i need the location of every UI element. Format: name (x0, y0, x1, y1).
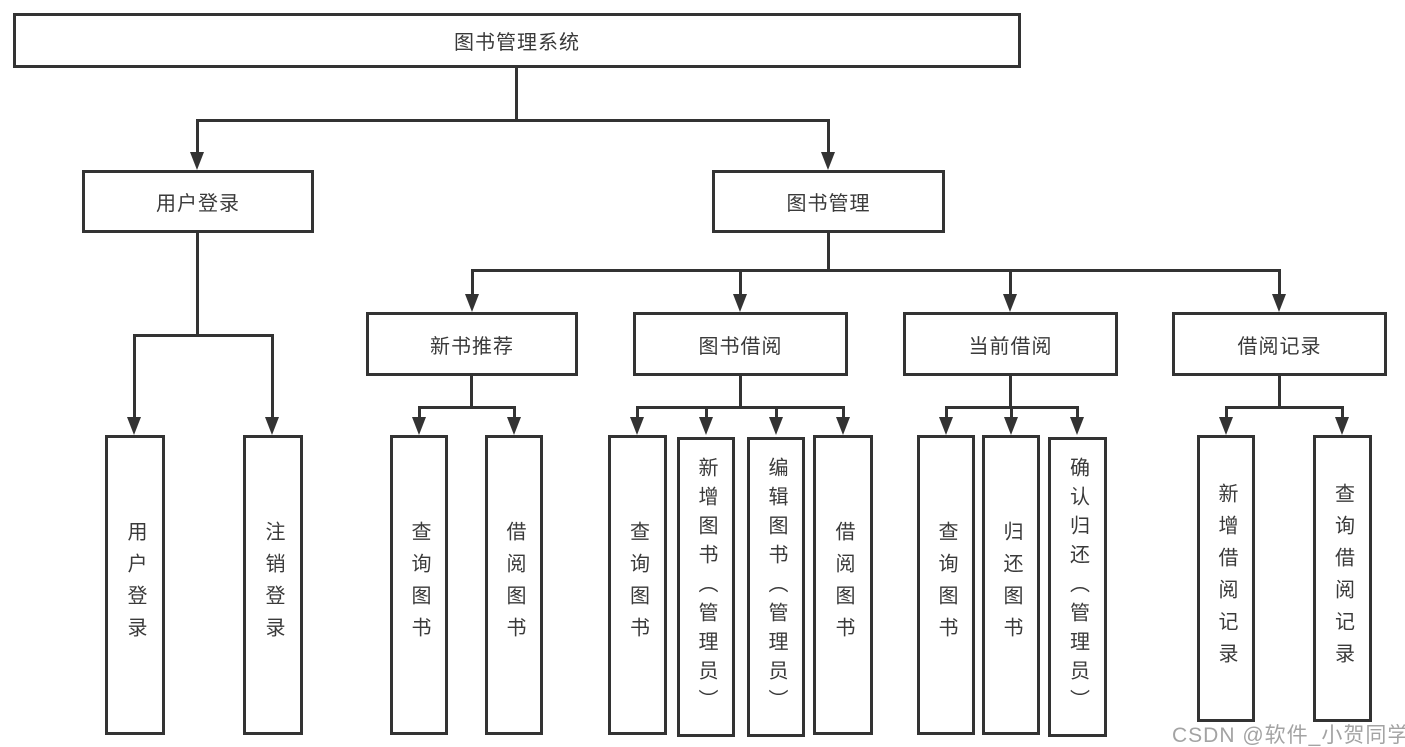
node-borrowing-records-label: 借阅记录 (1237, 335, 1322, 358)
connector-line (1278, 269, 1281, 296)
arrow-down-icon (465, 294, 479, 312)
connector-line (513, 406, 516, 419)
node-book-management: 图书管理 (712, 170, 945, 233)
connector-line (196, 233, 199, 337)
connector-line (271, 334, 274, 419)
connector-line (827, 119, 830, 154)
connector-line (470, 376, 473, 409)
connector-line (1341, 406, 1344, 419)
connector-line (1076, 406, 1079, 419)
arrow-down-icon (265, 417, 279, 435)
leaf-query-borrow-record: 查询借阅记录 (1313, 435, 1372, 722)
leaf-borrow-books: 借阅图书 (813, 435, 873, 735)
connector-line (515, 68, 518, 120)
leaf-query-books-recommend: 查询图书 (390, 435, 448, 735)
connector-line (827, 233, 830, 272)
arrow-down-icon (190, 152, 204, 170)
arrow-down-icon (733, 294, 747, 312)
node-user-login: 用户登录 (82, 170, 314, 233)
connector-line (945, 406, 948, 419)
arrow-down-icon (1219, 417, 1233, 435)
leaf-confirm-return-admin: 确认归还（管理员） (1048, 437, 1107, 737)
connector-line (196, 119, 199, 154)
connector-line (471, 269, 474, 296)
node-current-borrowing: 当前借阅 (903, 312, 1118, 376)
connector-line (842, 406, 845, 419)
connector-line (1010, 406, 1013, 419)
arrow-down-icon (630, 417, 644, 435)
connector-line (418, 406, 421, 419)
leaf-query-books-borrowing: 查询图书 (608, 435, 667, 735)
connector-line (705, 406, 708, 419)
connector-line (134, 334, 274, 337)
arrow-down-icon (127, 417, 141, 435)
node-current-borrowing-label: 当前借阅 (968, 335, 1053, 358)
leaf-user-login: 用户登录 (105, 435, 165, 735)
connector-line (636, 406, 639, 419)
arrow-down-icon (1070, 417, 1084, 435)
leaf-borrow-books-recommend: 借阅图书 (485, 435, 543, 735)
connector-line (471, 269, 1281, 272)
leaf-logout: 注销登录 (243, 435, 303, 735)
leaf-return-books: 归还图书 (982, 435, 1040, 735)
connector-line (1278, 376, 1281, 409)
arrow-down-icon (836, 417, 850, 435)
connector-line (133, 334, 136, 419)
arrow-down-icon (939, 417, 953, 435)
node-book-borrowing-label: 图书借阅 (698, 335, 783, 358)
node-borrowing-records: 借阅记录 (1172, 312, 1387, 376)
connector-line (1225, 406, 1228, 419)
connector-line (1225, 406, 1342, 409)
arrow-down-icon (821, 152, 835, 170)
connector-line (775, 406, 778, 419)
node-user-login-label: 用户登录 (156, 193, 240, 215)
leaf-add-books-admin: 新增图书（管理员） (677, 437, 735, 737)
arrow-down-icon (1335, 417, 1349, 435)
arrow-down-icon (412, 417, 426, 435)
arrow-down-icon (769, 417, 783, 435)
arrow-down-icon (1003, 294, 1017, 312)
node-book-management-label: 图书管理 (786, 193, 871, 215)
arrow-down-icon (1004, 417, 1018, 435)
connector-line (739, 376, 742, 409)
node-new-book-recommend-label: 新书推荐 (430, 335, 514, 358)
csdn-watermark: CSDN @软件_小贺同学 (1172, 724, 1405, 747)
connector-line (418, 406, 515, 409)
node-book-borrowing: 图书借阅 (633, 312, 848, 376)
connector-line (636, 406, 844, 409)
connector-line (196, 119, 830, 122)
connector-line (739, 269, 742, 296)
node-root-label: 图书管理系统 (454, 32, 580, 54)
arrow-down-icon (507, 417, 521, 435)
arrow-down-icon (1272, 294, 1286, 312)
node-new-book-recommend: 新书推荐 (366, 312, 578, 376)
connector-line (1009, 269, 1012, 296)
leaf-add-borrow-record: 新增借阅记录 (1197, 435, 1255, 722)
connector-line (1009, 376, 1012, 409)
arrow-down-icon (699, 417, 713, 435)
leaf-query-books-current: 查询图书 (917, 435, 975, 735)
node-root: 图书管理系统 (13, 13, 1021, 68)
leaf-edit-books-admin: 编辑图书（管理员） (747, 437, 805, 737)
